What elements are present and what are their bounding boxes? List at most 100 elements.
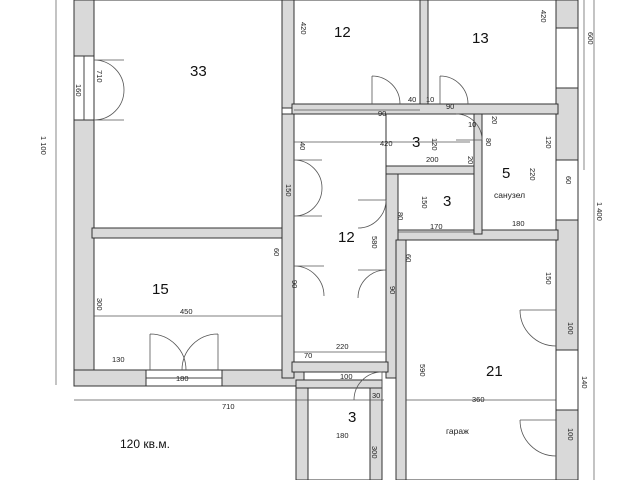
window-right-2 <box>555 159 579 221</box>
dim-180-b: 180 <box>176 374 189 383</box>
dim-180-a: 180 <box>512 219 525 228</box>
door-room13 <box>439 75 469 105</box>
wall-corridor-top <box>291 103 559 115</box>
room-label-5: 5 <box>502 165 510 182</box>
wall-mid-vertical <box>281 113 295 379</box>
room-label-21: 21 <box>486 363 503 380</box>
dim-300-a: 300 <box>95 298 104 311</box>
dim-600: 600 <box>586 32 595 45</box>
dim-90-c: 90 <box>290 280 299 288</box>
door-room15 <box>293 265 325 297</box>
room-12-mid <box>293 113 387 363</box>
dim-1100: 1 100 <box>39 136 48 155</box>
dim-200: 200 <box>426 155 439 164</box>
room-label-3-small: 3 <box>443 193 451 210</box>
wall-stair-top <box>295 379 383 389</box>
wall-bath-top <box>385 165 483 175</box>
dim-420-b: 420 <box>539 10 548 23</box>
room-label-3-hall: 3 <box>412 134 420 151</box>
room-label-3-bottom: 3 <box>348 409 356 426</box>
dim-150-c: 150 <box>544 272 553 285</box>
dim-220-a: 220 <box>528 168 537 181</box>
room-3-bottom <box>307 387 371 480</box>
dim-450: 450 <box>180 307 193 316</box>
room-21-garage <box>405 239 557 480</box>
door-stair <box>353 371 383 401</box>
wall-top-mid-a <box>281 0 295 109</box>
room-label-12-top: 12 <box>334 24 351 41</box>
dim-590: 590 <box>418 364 427 377</box>
dim-90-d: 90 <box>388 286 397 294</box>
room-label-33: 33 <box>190 63 207 80</box>
door-room33 <box>93 59 125 91</box>
dim-150-b: 150 <box>420 196 429 209</box>
door-small3 <box>357 199 387 229</box>
dim-40-b: 40 <box>298 142 307 150</box>
wall-top-mid-b <box>419 0 429 109</box>
dim-20-b: 20 <box>466 156 475 164</box>
room-name-bathroom: санузел <box>494 190 525 200</box>
door-room15-window-a <box>149 333 187 371</box>
dim-100-b: 100 <box>340 372 353 381</box>
dim-160: 160 <box>74 84 83 97</box>
room-name-garage: гараж <box>446 426 469 436</box>
dim-10-b: 10 <box>468 120 476 129</box>
door-garage-right-a <box>519 309 557 347</box>
room-label-13: 13 <box>472 30 489 47</box>
dim-60-b: 60 <box>272 248 281 256</box>
dim-140: 140 <box>580 376 589 389</box>
dim-1400: 1 400 <box>595 202 604 221</box>
dim-420-a: 420 <box>299 22 308 35</box>
dim-710-left: 710 <box>95 70 104 83</box>
room-label-12-mid: 12 <box>338 229 355 246</box>
door-garage-right-b <box>519 419 557 457</box>
dim-80-a: 80 <box>484 138 493 146</box>
room-label-15: 15 <box>152 281 169 298</box>
room-3-small <box>397 173 475 231</box>
dim-60-a: 60 <box>564 176 573 184</box>
dim-220-b: 220 <box>336 342 349 351</box>
dim-170: 170 <box>430 222 443 231</box>
dim-20-a: 20 <box>490 116 499 124</box>
dim-90-a: 90 <box>378 109 386 118</box>
dim-360: 360 <box>472 395 485 404</box>
room-13 <box>427 0 557 105</box>
dim-70: 70 <box>304 351 312 360</box>
dim-10-a: 10 <box>426 95 434 104</box>
dim-100-c: 100 <box>566 428 575 441</box>
dim-300-b: 300 <box>370 446 379 459</box>
dim-30: 30 <box>372 391 380 400</box>
dim-80-b: 80 <box>396 212 405 220</box>
dim-150-a: 150 <box>284 184 293 197</box>
dim-100-a: 100 <box>566 322 575 335</box>
room-5-bathroom <box>481 113 557 231</box>
dim-60-c: 60 <box>404 254 413 262</box>
dim-40: 40 <box>408 95 416 104</box>
door-garage <box>357 269 387 299</box>
door-room12-top <box>371 75 401 105</box>
wall-bottom-hall <box>291 361 389 373</box>
room-12-top <box>293 0 421 105</box>
window-right-1 <box>555 27 579 89</box>
wall-garage-left <box>395 239 407 480</box>
door-room33-b <box>93 89 125 121</box>
dim-180-c: 180 <box>336 431 349 440</box>
door-hall-left-b <box>293 187 323 217</box>
wall-room33-bottom <box>91 227 293 239</box>
room-33 <box>93 0 283 229</box>
dim-120-a: 120 <box>430 138 439 151</box>
door-room15-window-b <box>181 333 219 371</box>
door-bath <box>455 113 483 141</box>
dim-90-b: 90 <box>446 102 454 111</box>
door-hall-left-a <box>293 159 323 189</box>
area-note: 120 кв.м. <box>120 437 170 451</box>
dim-130: 130 <box>112 355 125 364</box>
dim-420-c: 420 <box>380 139 393 148</box>
wall-stair-left <box>295 383 309 480</box>
window-right-3 <box>555 349 579 411</box>
dim-580: 580 <box>370 236 379 249</box>
dim-120-b: 120 <box>544 136 553 149</box>
room-15 <box>93 237 283 371</box>
dim-710-bottom: 710 <box>222 402 235 411</box>
